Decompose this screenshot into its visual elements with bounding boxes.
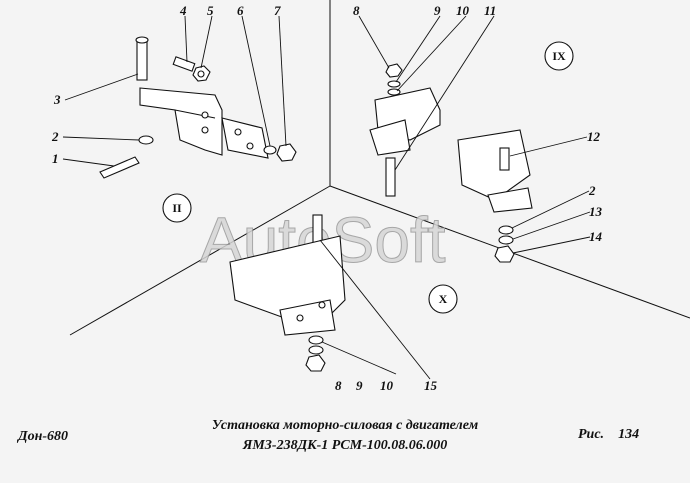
bolt-part [172,56,196,72]
pin-part [136,39,148,81]
callout-numbers: 3 2 1 4 5 6 7 8 9 10 11 12 2 13 14 8 9 1… [51,3,603,393]
nut-part [385,63,403,78]
callout-3: 3 [53,92,61,107]
callout-10-top: 10 [456,3,470,18]
callout-13: 13 [589,204,603,219]
callout-8-bottom: 8 [335,378,342,393]
view-x-circle [428,284,458,314]
callout-2: 2 [51,129,59,144]
callout-14: 14 [589,229,603,244]
nut-part [276,143,297,162]
bolt-part [385,157,396,197]
view-ix-circle [544,41,574,71]
callout-1: 1 [52,151,59,166]
washer-part [498,225,514,235]
washer-part [387,80,401,88]
callout-5: 5 [207,3,214,18]
document-code: Дон-680 [18,429,68,444]
view-x-parts [229,214,346,372]
leader-lines [62,15,591,380]
callout-6: 6 [237,3,244,18]
bolt-part [499,147,510,171]
perspective-lines [69,0,690,336]
callout-15: 15 [424,378,438,393]
bracket-part [457,129,531,201]
view-ix-label: IX [552,49,566,63]
plate-part [487,187,533,213]
washer-part [308,345,324,355]
figure-number: 134 [618,427,640,442]
washer-part [308,335,324,345]
view-markers: IX II X [162,41,574,314]
view-ii-parts [99,36,297,179]
nut-part [305,354,326,372]
callout-8-top: 8 [353,3,360,18]
callout-11: 11 [484,3,496,18]
drawing-title-line2: ЯМЗ-238ДК-1 РСМ-100.08.06.000 [242,438,448,453]
drawing-title-line1: Установка моторно-силовая с двигателем [211,418,479,433]
callout-7: 7 [274,3,281,18]
view-ii-circle [162,193,192,223]
callout-12: 12 [587,129,601,144]
figure-label: Рис. 134 [578,427,639,443]
view-x-label: X [439,292,448,306]
key-part [99,156,140,179]
washer-part [263,145,277,155]
plate-part [279,299,336,336]
washer-part [138,135,154,145]
callout-10-bottom: 10 [380,378,394,393]
view-ix-parts [369,63,533,263]
callout-9-top: 9 [434,3,441,18]
view-ii-label: II [172,201,182,215]
plate-part [221,117,269,159]
callout-4: 4 [179,3,187,18]
callout-2-right: 2 [588,183,596,198]
washer-part [498,235,514,245]
bracket-part [369,119,411,156]
figure-prefix: Рис. [578,427,605,442]
nut-part [494,245,515,263]
callout-9-bottom: 9 [356,378,363,393]
bracket-part [139,87,223,156]
